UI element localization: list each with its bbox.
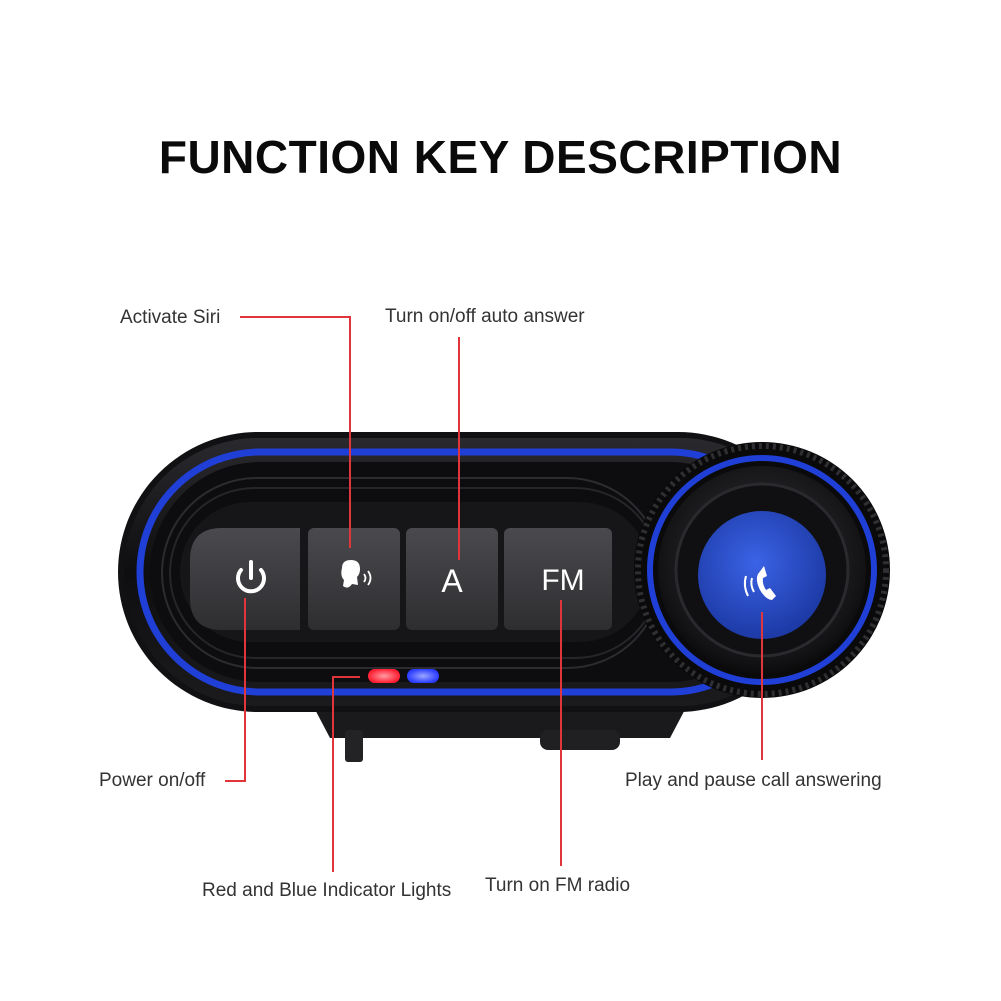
voice-assistant-icon <box>341 560 372 588</box>
fm-callout-label: Turn on FM radio <box>485 875 631 896</box>
fm-key-label: FM <box>541 564 584 597</box>
blue-indicator-light <box>407 669 439 683</box>
siri-callout-label: Activate Siri <box>120 307 221 328</box>
power-key[interactable] <box>190 528 300 630</box>
page-title: FUNCTION KEY DESCRIPTION <box>158 131 843 183</box>
indicator-callout-label: Red and Blue Indicator Lights <box>202 880 452 901</box>
fm-key[interactable]: FM <box>504 528 612 630</box>
auto-answer-callout-label: Turn on/off auto answer <box>385 306 585 327</box>
phone-ringing-icon <box>743 566 776 600</box>
indicator-callout-line <box>332 676 360 872</box>
callout-lines <box>225 316 763 872</box>
power-callout-line <box>225 598 246 782</box>
auto-answer-key[interactable]: A <box>406 528 498 630</box>
power-icon <box>236 560 266 594</box>
indicator-lights <box>368 669 439 683</box>
power-callout-label: Power on/off <box>99 770 206 791</box>
siri-callout-line <box>240 316 351 548</box>
red-indicator-light <box>368 669 400 683</box>
auto-answer-key-label: A <box>441 563 463 599</box>
call-callout-label: Play and pause call answering <box>625 770 882 791</box>
call-knob[interactable] <box>634 442 890 698</box>
siri-key[interactable] <box>308 528 400 630</box>
